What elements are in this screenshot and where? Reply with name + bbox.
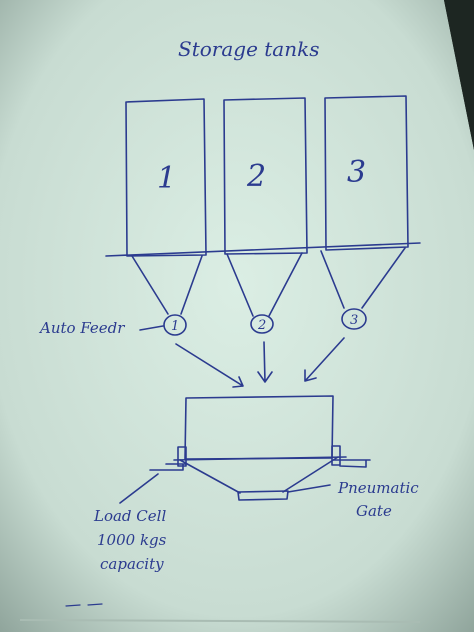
tank-1-body	[125, 98, 207, 257]
title-storage-tanks: Storage tanks	[178, 37, 319, 61]
tank-3-body	[324, 95, 409, 251]
pneumatic-leader	[287, 484, 331, 493]
load-cell-label-line2: 1000 kgs	[97, 531, 167, 549]
feeder-2-number: 2	[257, 318, 266, 333]
feeder-3-number: 3	[350, 313, 358, 328]
tank-1-hopper	[131, 255, 203, 315]
feeder-1-number: 1	[171, 319, 179, 334]
load-cell-label-line3: capacity	[100, 555, 164, 573]
pneumatic-gate-shape	[237, 490, 289, 501]
tank-2-hopper	[226, 252, 303, 317]
auto-feeder-label: Auto Feedr	[38, 319, 125, 337]
load-cell-right	[331, 445, 371, 468]
tank-baseline	[105, 242, 421, 257]
pneumatic-label-line2: Gate	[356, 502, 392, 520]
arrow-2	[257, 341, 273, 383]
weigh-hopper-cone	[179, 456, 339, 494]
feeder-3-circle	[341, 308, 367, 330]
feeder-2-circle	[250, 314, 274, 334]
arrow-1	[175, 343, 244, 388]
tank-2-number: 2	[246, 159, 266, 194]
feeder-1-circle	[163, 314, 187, 336]
tank-3-number: 3	[347, 155, 366, 190]
load-cell-left	[149, 446, 187, 471]
weigh-hopper-base-line	[173, 456, 347, 461]
tank-1-number: 1	[157, 161, 176, 196]
load-cell-label-line1: Load Cell	[93, 507, 166, 525]
load-cell-leader	[119, 473, 159, 504]
pneumatic-label-line1: Pneumatic	[337, 479, 419, 497]
background-corner	[444, 0, 474, 150]
auto-feeder-leader	[139, 325, 164, 331]
page-edge-shadow	[19, 619, 421, 623]
tank-3-hopper	[320, 247, 406, 309]
page-mark	[65, 603, 103, 607]
tank-2-body	[223, 97, 308, 255]
arrow-3	[304, 337, 345, 382]
